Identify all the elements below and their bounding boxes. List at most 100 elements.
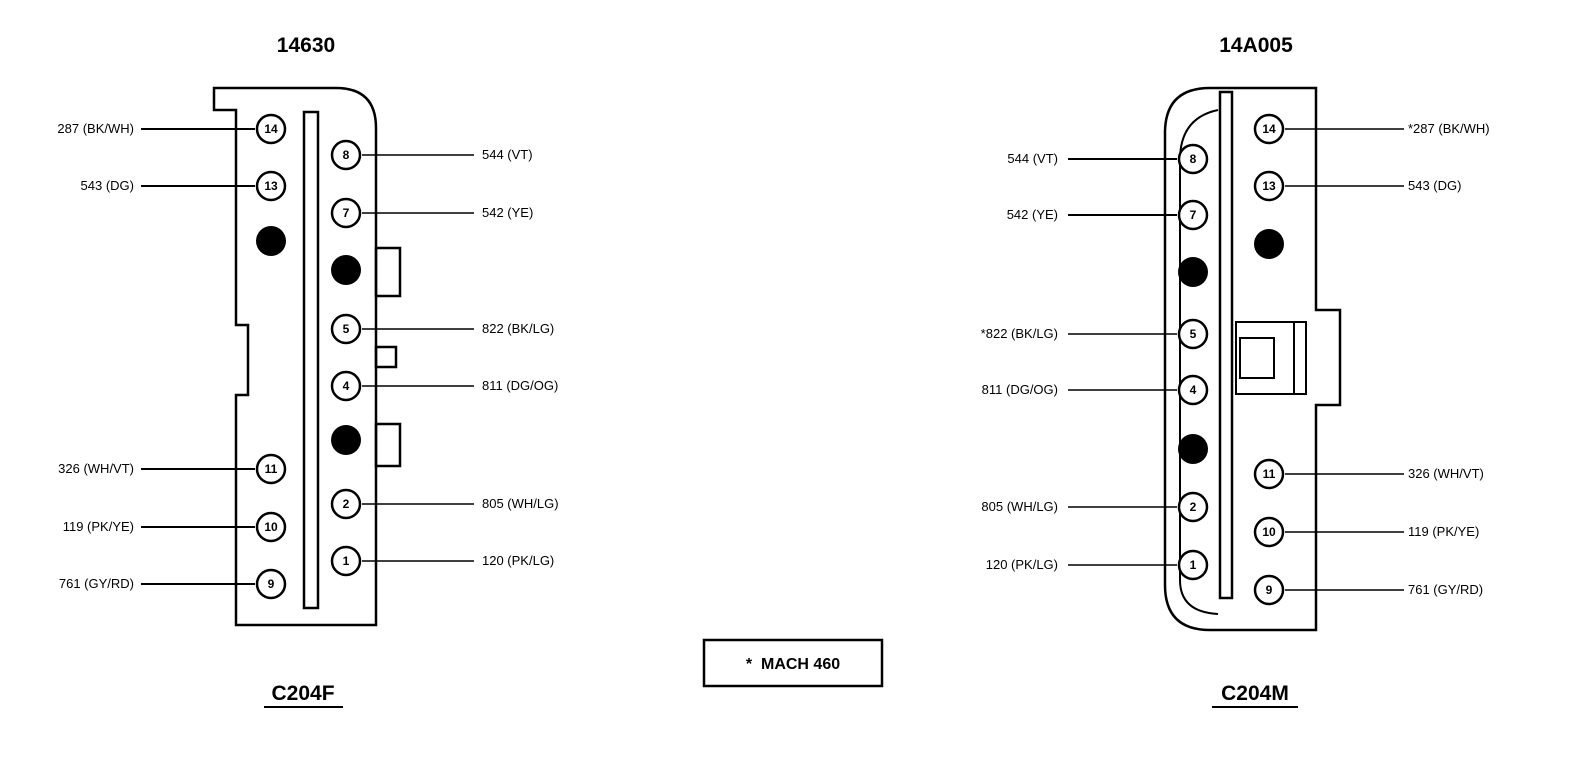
pin-circle	[330, 545, 362, 577]
part-number-14630: 14630	[277, 34, 335, 57]
wire-label: 761 (GY/RD)	[59, 576, 134, 591]
note-box: * MACH 460	[702, 638, 884, 688]
pin-circle	[1177, 549, 1209, 581]
pin-number: 9	[268, 577, 275, 591]
wire-label: *287 (BK/WH)	[1408, 121, 1490, 136]
pin-number: 14	[1262, 122, 1276, 136]
wire-label: 543 (DG)	[1408, 178, 1461, 193]
pin-circle	[1177, 143, 1209, 175]
pin-circle	[330, 370, 362, 402]
pin-circle	[255, 113, 287, 145]
wire-label: 119 (PK/YE)	[63, 519, 134, 534]
pin-number: 4	[1190, 383, 1197, 397]
wire-label: 326 (WH/VT)	[58, 461, 134, 476]
pin-circle	[330, 488, 362, 520]
pin-number: 13	[264, 179, 278, 193]
plugged-cavity	[1178, 434, 1208, 464]
pin-14-group: 14 287 (BK/WH)	[57, 113, 287, 145]
wire-label: 542 (YE)	[482, 205, 533, 220]
wire-label: 542 (YE)	[1007, 207, 1058, 222]
pin-14-group: 14 *287 (BK/WH)	[1253, 113, 1490, 145]
pin-number: 5	[1190, 327, 1197, 341]
pin-circle	[1253, 516, 1285, 548]
part-number-14a005: 14A005	[1219, 34, 1293, 57]
pin-9-group: 9 761 (GY/RD)	[1253, 574, 1483, 606]
pin-9-group: 9 761 (GY/RD)	[59, 568, 287, 600]
center-divider	[302, 110, 320, 610]
pin-2-group: 2 805 (WH/LG)	[981, 491, 1209, 523]
plugged-cavity	[1254, 229, 1284, 259]
pin-8-group: 8 544 (VT)	[1007, 143, 1209, 175]
pin-circle	[255, 170, 287, 202]
wire-label: 120 (PK/LG)	[986, 557, 1058, 572]
pin-circle	[1177, 374, 1209, 406]
pin-7-group: 7 542 (YE)	[1007, 199, 1209, 231]
wire-label: 326 (WH/VT)	[1408, 466, 1484, 481]
connector-name-c204m: C204M	[1221, 682, 1289, 705]
pin-circle	[330, 139, 362, 171]
pin-number: 5	[343, 322, 350, 336]
pin-13-group: 13 543 (DG)	[1253, 170, 1461, 202]
pin-11-group: 11 326 (WH/VT)	[1253, 458, 1484, 490]
pin-number: 2	[343, 497, 350, 511]
pin-10-group: 10 119 (PK/YE)	[63, 511, 287, 543]
pin-circle	[1253, 170, 1285, 202]
pin-circle	[330, 313, 362, 345]
pin-5-group: 5 *822 (BK/LG)	[981, 318, 1209, 350]
latch-inner	[1239, 337, 1275, 379]
wire-label: 761 (GY/RD)	[1408, 582, 1483, 597]
center-divider	[1218, 90, 1234, 600]
wire-label: *822 (BK/LG)	[981, 326, 1058, 341]
wire-label: 543 (DG)	[81, 178, 134, 193]
pin-number: 11	[1263, 467, 1276, 481]
pin-circle	[255, 453, 287, 485]
pin-5-group: 5 822 (BK/LG)	[330, 313, 554, 345]
pin-circle	[1253, 113, 1285, 145]
pin-number: 11	[265, 462, 278, 476]
latch-tab	[374, 345, 398, 369]
plugged-cavity	[1178, 257, 1208, 287]
connector-c204f: 14630 14 287 (BK/WH) 13 543 (DG) 11 326 …	[57, 34, 559, 708]
pin-number: 1	[1190, 558, 1197, 572]
wire-label: 119 (PK/YE)	[1408, 524, 1479, 539]
connector-c204m: 14A005 14 *287 (BK/WH) 13 543 (DG) 11 32…	[981, 34, 1490, 708]
pin-7-group: 7 542 (YE)	[330, 197, 533, 229]
pin-number: 14	[264, 122, 278, 136]
pin-number: 13	[1262, 179, 1276, 193]
wire-label: 805 (WH/LG)	[981, 499, 1058, 514]
wire-label: 805 (WH/LG)	[482, 496, 559, 511]
pin-circle	[1253, 574, 1285, 606]
pin-number: 8	[1190, 152, 1197, 166]
pin-circle	[1177, 199, 1209, 231]
inner-wall	[1179, 109, 1219, 615]
latch-tab	[374, 246, 402, 298]
wire-label: 120 (PK/LG)	[482, 553, 554, 568]
connector-body-outline	[212, 86, 378, 627]
pin-11-group: 11 326 (WH/VT)	[58, 453, 287, 485]
pin-circle	[330, 197, 362, 229]
pin-circle	[1177, 491, 1209, 523]
pin-13-group: 13 543 (DG)	[81, 170, 287, 202]
pin-1-group: 1 120 (PK/LG)	[986, 549, 1209, 581]
plugged-cavity	[331, 425, 361, 455]
pin-10-group: 10 119 (PK/YE)	[1253, 516, 1479, 548]
pin-number: 7	[343, 206, 350, 220]
wire-label: 544 (VT)	[1007, 151, 1058, 166]
pin-circle	[1253, 458, 1285, 490]
pin-2-group: 2 805 (WH/LG)	[330, 488, 559, 520]
pin-4-group: 4 811 (DG/OG)	[982, 374, 1209, 406]
plugged-cavity	[331, 255, 361, 285]
pin-number: 8	[343, 148, 350, 162]
pin-number: 2	[1190, 500, 1197, 514]
pin-8-group: 8 544 (VT)	[330, 139, 533, 171]
pin-number: 4	[343, 379, 350, 393]
note-border	[702, 638, 884, 688]
pin-number: 9	[1266, 583, 1273, 597]
pin-circle	[255, 568, 287, 600]
pin-4-group: 4 811 (DG/OG)	[330, 370, 558, 402]
connector-body-outline	[1163, 86, 1342, 632]
wire-label: 822 (BK/LG)	[482, 321, 554, 336]
wire-label: 287 (BK/WH)	[57, 121, 134, 136]
